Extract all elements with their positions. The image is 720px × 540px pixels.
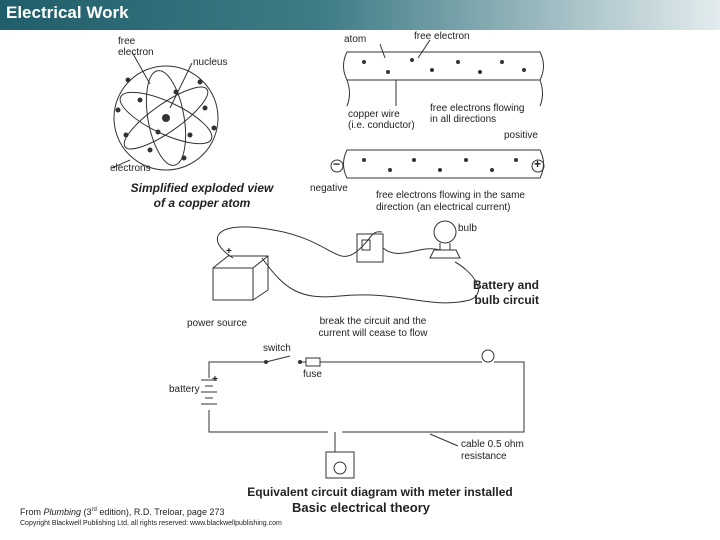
cable-label-line1: cable 0.5 ohm xyxy=(461,439,524,450)
battery-plus-sign: + xyxy=(226,246,232,257)
main-caption: Basic electrical theory xyxy=(291,500,431,515)
copyright-text: Copyright Blackwell Publishing Ltd, all … xyxy=(20,520,282,527)
switch-label: switch xyxy=(263,343,291,354)
copper-wire-label-line2: (i.e. conductor) xyxy=(348,120,415,131)
power-source-label: power source xyxy=(187,318,248,329)
plus-sign: + xyxy=(534,157,542,171)
title-bar: Electrical Work xyxy=(0,0,720,30)
copper-wire-random xyxy=(343,39,544,107)
copper-wire-label-line1: copper wire xyxy=(348,109,400,120)
copper-wire-current xyxy=(330,149,545,179)
bulb-label: bulb xyxy=(458,223,477,234)
battery-bulb-title-line2: bulb circuit xyxy=(474,293,539,307)
battery-bulb-title-line1: Battery and xyxy=(472,278,539,292)
negative-label: negative xyxy=(310,183,348,194)
nucleus-label: nucleus xyxy=(193,57,228,68)
break-label-line2: current will cease to flow xyxy=(318,328,428,339)
battery-bulb-drawing xyxy=(212,220,479,304)
equivalent-circuit-drawing xyxy=(201,349,525,479)
atom-caption-line1: Simplified exploded view xyxy=(130,181,274,195)
break-label-line1: break the circuit and the xyxy=(319,316,427,327)
equivalent-circuit-caption: Equivalent circuit diagram with meter in… xyxy=(247,485,513,499)
atom-caption-line2: of a copper atom xyxy=(153,196,251,210)
copper-atom-figure xyxy=(111,51,219,171)
flow-same-label-line1: free electrons flowing in the same xyxy=(376,190,525,201)
source-citation: From Plumbing (3rd edition), R.D. Treloa… xyxy=(20,507,224,517)
battery-symbol-plus: + xyxy=(212,374,218,385)
positive-label: positive xyxy=(504,130,538,141)
source-book: Plumbing xyxy=(43,507,82,517)
flow-same-label-line2: direction (an electrical current) xyxy=(376,202,511,213)
battery-label: battery xyxy=(169,384,200,395)
electrons-label: electrons xyxy=(110,163,151,174)
minus-sign: − xyxy=(333,157,341,171)
source-edition-sup: rd xyxy=(91,507,97,513)
fuse-label: fuse xyxy=(303,369,322,380)
free-electron-label-line1: free xyxy=(118,36,136,47)
source-edition-open: (3 xyxy=(81,507,92,517)
flow-all-label-line1: free electrons flowing xyxy=(430,103,525,114)
page-title: Electrical Work xyxy=(6,3,129,22)
source-rest: edition), R.D. Treloar, page 273 xyxy=(96,507,225,517)
wire-free-electron-label: free electron xyxy=(414,31,470,42)
source-prefix: From xyxy=(20,507,44,517)
cable-label-line2: resistance xyxy=(461,451,507,462)
atom-label: atom xyxy=(344,34,367,45)
free-electron-label-line2: electron xyxy=(118,47,154,58)
flow-all-label-line2: in all directions xyxy=(430,114,497,125)
